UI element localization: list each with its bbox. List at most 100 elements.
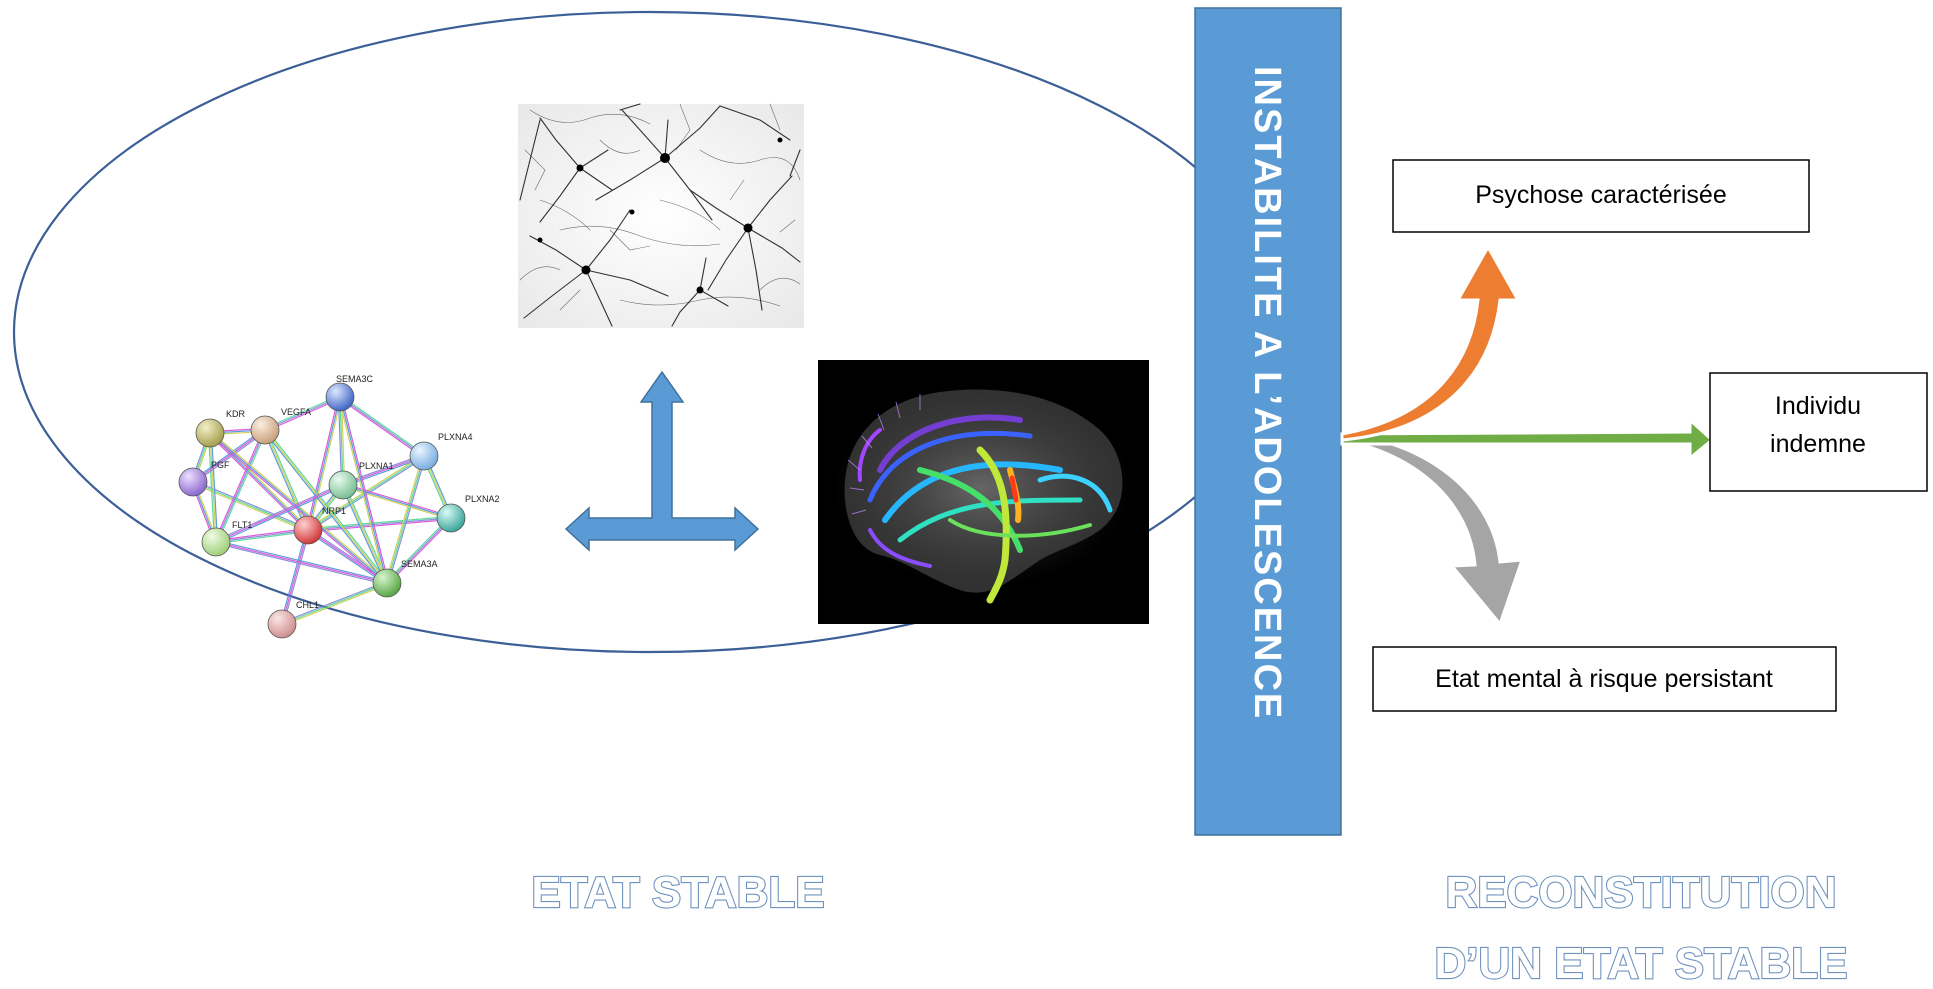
network-edge bbox=[216, 530, 309, 545]
caption-stable-state: ETAT STABLE bbox=[531, 868, 824, 917]
arrow-psychosis bbox=[1340, 243, 1521, 442]
network-edge bbox=[215, 541, 388, 584]
network-node-vegfa bbox=[250, 415, 280, 445]
network-node-plxna2 bbox=[436, 503, 466, 533]
network-node-label: PLXNA4 bbox=[438, 432, 473, 442]
network-edge bbox=[282, 583, 388, 626]
network-edge bbox=[208, 433, 387, 585]
network-node-plxna4 bbox=[409, 441, 439, 471]
network-edge bbox=[386, 455, 425, 584]
network-edge bbox=[343, 482, 452, 518]
network-node-label: CHL1 bbox=[296, 600, 319, 610]
brain-tractography-image bbox=[818, 360, 1149, 624]
network-edge bbox=[342, 484, 452, 519]
network-edge bbox=[192, 429, 266, 483]
arrow-unaffected bbox=[1340, 416, 1715, 462]
network-edge bbox=[342, 454, 424, 485]
network-edge bbox=[385, 516, 451, 583]
network-edge bbox=[337, 397, 387, 584]
network-edge bbox=[279, 529, 308, 624]
network-edge bbox=[307, 515, 451, 530]
network-node-label: PLXNA1 bbox=[359, 461, 394, 471]
network-edge bbox=[281, 582, 388, 625]
network-edge bbox=[387, 518, 453, 585]
network-node-label: VEGFA bbox=[281, 407, 311, 417]
network-edge bbox=[215, 542, 387, 586]
network-edge bbox=[339, 396, 344, 486]
network-edge bbox=[265, 428, 389, 583]
outcome-psychosis-label: Psychose caractérisée bbox=[1475, 181, 1727, 209]
outcome-persistent-risk-box: Etat mental à risque persistant bbox=[1372, 646, 1837, 712]
network-edge bbox=[263, 430, 308, 531]
network-edge bbox=[308, 518, 452, 533]
network-node-sema3c bbox=[325, 382, 355, 412]
network-node-label: PLXNA2 bbox=[465, 494, 500, 504]
caption-reconstitution-line1: RECONSTITUTION bbox=[1445, 868, 1836, 917]
network-node-label: SEMA3C bbox=[336, 374, 374, 384]
network-edge bbox=[264, 429, 388, 584]
network-edge bbox=[214, 429, 265, 542]
network-edge bbox=[305, 396, 340, 530]
network-edge bbox=[338, 397, 424, 458]
network-node-kdr bbox=[195, 418, 225, 448]
network-node-sema3a bbox=[372, 568, 402, 598]
network-edge bbox=[215, 484, 344, 543]
network-edge bbox=[342, 485, 451, 521]
bar-label: INSTABILITE A L’ADOLESCENCE bbox=[1246, 66, 1288, 720]
network-node-label: FLT1 bbox=[232, 520, 252, 530]
network-node-label: NRP1 bbox=[322, 506, 346, 516]
network-edge bbox=[342, 484, 388, 584]
network-edge bbox=[340, 395, 426, 456]
network-edge bbox=[215, 527, 308, 542]
outcome-unaffected-box: Individu indemne bbox=[1709, 372, 1928, 492]
network-edge bbox=[210, 431, 389, 583]
outcome-unaffected-line2: indemne bbox=[1770, 430, 1866, 458]
network-edge bbox=[386, 517, 452, 584]
network-edge bbox=[282, 530, 311, 625]
network-edge bbox=[339, 396, 425, 457]
network-edge bbox=[216, 430, 267, 543]
caption-reconstitution-line2: D’UN ETAT STABLE bbox=[1434, 939, 1847, 988]
network-node-plxna1 bbox=[328, 470, 358, 500]
network-edge bbox=[215, 483, 343, 542]
network-node-pgf bbox=[178, 467, 208, 497]
network-edge bbox=[281, 581, 387, 624]
outcome-unaffected-line1: Individu bbox=[1775, 392, 1861, 420]
adolescence-instability-bar: INSTABILITE A L’ADOLESCENCE bbox=[1194, 7, 1342, 836]
network-node-flt1 bbox=[201, 527, 231, 557]
network-edge bbox=[264, 429, 309, 531]
neuron-image bbox=[518, 103, 804, 328]
network-edge bbox=[337, 397, 343, 486]
outcome-arrows bbox=[1340, 243, 1715, 628]
network-edge bbox=[384, 455, 424, 583]
network-edge bbox=[340, 396, 390, 583]
network-node-label: KDR bbox=[226, 409, 246, 419]
network-node-label: SEMA3A bbox=[401, 559, 438, 569]
network-edge bbox=[263, 430, 387, 585]
network-edge bbox=[216, 539, 388, 583]
arrow-persistent-risk bbox=[1340, 432, 1525, 628]
network-edge bbox=[306, 530, 387, 585]
network-edge bbox=[208, 433, 308, 532]
network-edge bbox=[193, 430, 267, 484]
network-edge bbox=[307, 517, 452, 531]
network-edge bbox=[191, 428, 265, 482]
bidirectional-arrow bbox=[564, 370, 760, 552]
outcome-persistent-risk-label: Etat mental à risque persistant bbox=[1435, 665, 1773, 693]
network-edge bbox=[210, 432, 219, 542]
network-edge bbox=[339, 396, 388, 584]
network-edge bbox=[341, 485, 387, 584]
network-edge bbox=[216, 485, 344, 544]
network-edge bbox=[387, 456, 427, 584]
network-edge bbox=[209, 432, 217, 543]
outcome-psychosis-box: Psychose caractérisée bbox=[1392, 159, 1810, 233]
network-edge bbox=[308, 397, 343, 531]
network-edge bbox=[209, 432, 388, 584]
network-edge bbox=[207, 433, 216, 543]
network-edge bbox=[215, 429, 266, 543]
network-edge bbox=[281, 529, 309, 625]
network-edge bbox=[215, 529, 309, 543]
network-edge bbox=[343, 456, 425, 487]
